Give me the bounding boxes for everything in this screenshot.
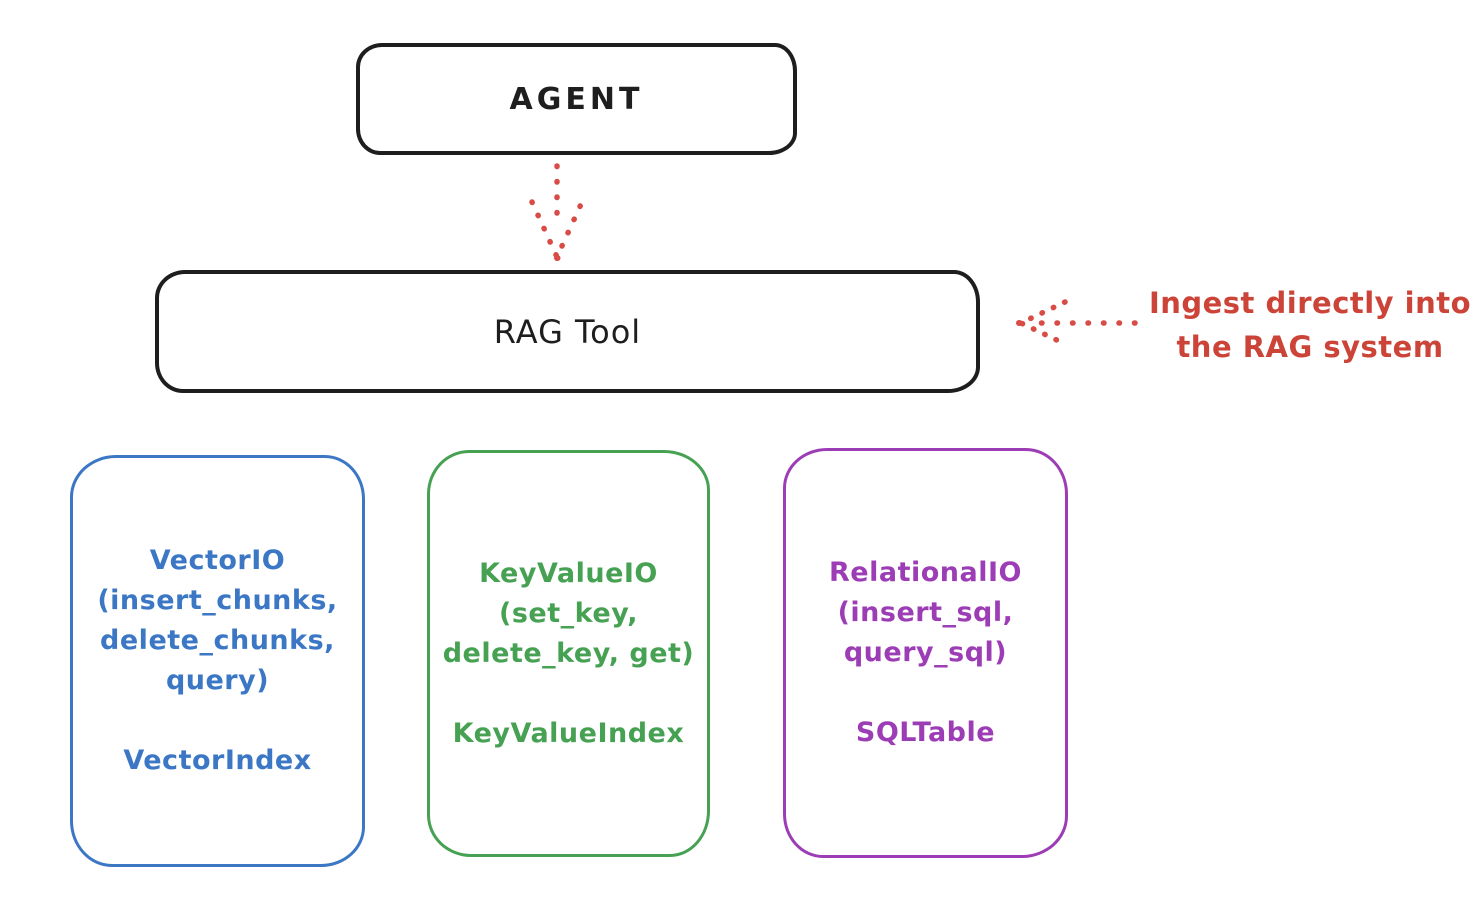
node-key-value-io-label: KeyValueIO (set_key, delete_key, get) Ke… [442,557,695,749]
node-rag-tool: RAG Tool [155,270,980,393]
node-vector-io: VectorIO (insert_chunks, delete_chunks, … [70,455,365,867]
node-agent: AGENT [356,43,797,155]
node-vector-io-label: VectorIO (insert_chunks, delete_chunks, … [97,545,338,776]
node-key-value-io: KeyValueIO (set_key, delete_key, get) Ke… [427,450,710,857]
ingest-annotation: Ingest directly into the RAG system [1148,286,1472,364]
agent-to-ragtool-arrow-icon [529,163,585,264]
ingest-to-ragtool-arrow-icon [1014,299,1138,347]
node-relational-io-label: RelationalIO (insert_sql, query_sql) SQL… [829,557,1022,748]
node-relational-io: RelationalIO (insert_sql, query_sql) SQL… [783,448,1068,858]
node-agent-label: AGENT [509,81,644,117]
node-rag-tool-label: RAG Tool [493,312,642,351]
